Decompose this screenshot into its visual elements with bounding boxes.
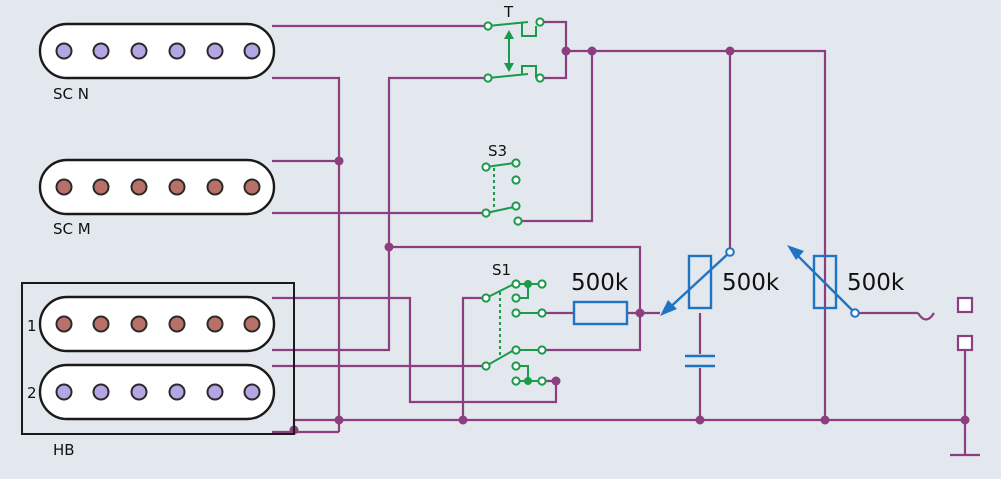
switch-terminal bbox=[537, 376, 547, 386]
pickup-bridge: 1 2 HB bbox=[21, 282, 295, 459]
switch-node bbox=[524, 280, 532, 288]
junction-node bbox=[561, 46, 571, 56]
pole-piece bbox=[206, 383, 224, 401]
switch-terminal bbox=[481, 293, 491, 303]
switch-terminal bbox=[511, 175, 521, 185]
junction-node bbox=[725, 46, 735, 56]
switch-node bbox=[524, 377, 532, 385]
pole-piece bbox=[168, 178, 186, 196]
coil-1-label: 1 bbox=[27, 317, 37, 335]
junction-node bbox=[820, 415, 830, 425]
switch-s3: S3 bbox=[481, 142, 523, 226]
pole-piece bbox=[55, 315, 73, 333]
volume-pot-value: 500k bbox=[847, 270, 905, 296]
pole-piece bbox=[55, 178, 73, 196]
pole-piece bbox=[130, 315, 148, 333]
switch-terminal bbox=[481, 162, 491, 172]
switch-terminal bbox=[481, 361, 491, 371]
junction-node bbox=[384, 242, 394, 252]
switch-terminal bbox=[481, 208, 491, 218]
pole-piece bbox=[243, 383, 261, 401]
output-jack bbox=[917, 296, 974, 352]
switch-s1-label: S1 bbox=[492, 261, 511, 279]
pole-piece bbox=[206, 42, 224, 60]
junction-node bbox=[635, 308, 645, 318]
switch-terminal bbox=[537, 308, 547, 318]
wires bbox=[272, 20, 980, 457]
pole-piece bbox=[206, 315, 224, 333]
tone-pot: 500k bbox=[660, 247, 780, 316]
switch-terminal bbox=[537, 279, 547, 289]
switch-terminal bbox=[511, 308, 521, 318]
junction-node bbox=[458, 415, 468, 425]
switch-t-label: T bbox=[503, 3, 514, 21]
switch-s3-label: S3 bbox=[488, 142, 507, 160]
pole-piece bbox=[168, 315, 186, 333]
switch-terminal bbox=[535, 17, 545, 27]
junction-node bbox=[695, 415, 705, 425]
pickup-neck: SC N bbox=[38, 22, 276, 103]
pole-piece bbox=[92, 383, 110, 401]
pole-piece bbox=[92, 42, 110, 60]
pole-piece bbox=[168, 383, 186, 401]
tone-pot-value: 500k bbox=[722, 270, 780, 296]
pole-piece bbox=[130, 383, 148, 401]
pole-piece bbox=[206, 178, 224, 196]
pole-piece bbox=[130, 42, 148, 60]
jack-tip-terminal bbox=[956, 296, 974, 314]
pickup-middle-label: SC M bbox=[53, 220, 91, 238]
junction-node bbox=[587, 46, 597, 56]
pole-piece bbox=[92, 178, 110, 196]
switch-terminal bbox=[511, 279, 521, 289]
junction-node bbox=[551, 376, 561, 386]
pole-piece bbox=[243, 42, 261, 60]
switch-terminal bbox=[513, 216, 523, 226]
pole-piece bbox=[55, 42, 73, 60]
switch-terminal bbox=[511, 158, 521, 168]
tone-capacitor bbox=[685, 354, 715, 368]
switch-terminal bbox=[483, 73, 493, 83]
switch-terminal bbox=[535, 73, 545, 83]
volume-pot: 500k bbox=[787, 245, 905, 318]
wire-junctions bbox=[289, 46, 970, 435]
switch-t: T bbox=[483, 3, 545, 83]
pole-piece bbox=[168, 42, 186, 60]
jack-sleeve-terminal bbox=[956, 334, 974, 352]
pole-piece bbox=[130, 178, 148, 196]
junction-node bbox=[334, 415, 344, 425]
resistor-value: 500k bbox=[571, 270, 629, 296]
junction-node bbox=[334, 156, 344, 166]
switch-terminal bbox=[511, 376, 521, 386]
humbucker-coil-2 bbox=[38, 363, 276, 421]
humbucker-coil-1 bbox=[38, 295, 276, 353]
pole-piece bbox=[92, 315, 110, 333]
switch-terminal bbox=[511, 201, 521, 211]
coil-2-label: 2 bbox=[27, 384, 37, 402]
switch-terminal bbox=[511, 345, 521, 355]
junction-node bbox=[960, 415, 970, 425]
pot-terminal bbox=[850, 308, 860, 318]
pickup-bridge-label: HB bbox=[53, 441, 75, 459]
humbucker-frame bbox=[21, 282, 295, 435]
pole-piece bbox=[243, 178, 261, 196]
resistor: 500k bbox=[571, 270, 629, 326]
switch-terminal bbox=[511, 293, 521, 303]
switch-terminal bbox=[537, 345, 547, 355]
pickup-middle: SC M bbox=[38, 158, 276, 238]
pickup-neck-label: SC N bbox=[53, 85, 89, 103]
switch-terminal bbox=[483, 21, 493, 31]
switch-terminal bbox=[511, 361, 521, 371]
switch-s1: S1 bbox=[481, 261, 547, 386]
pole-piece bbox=[243, 315, 261, 333]
pot-terminal bbox=[725, 247, 735, 257]
pole-piece bbox=[55, 383, 73, 401]
